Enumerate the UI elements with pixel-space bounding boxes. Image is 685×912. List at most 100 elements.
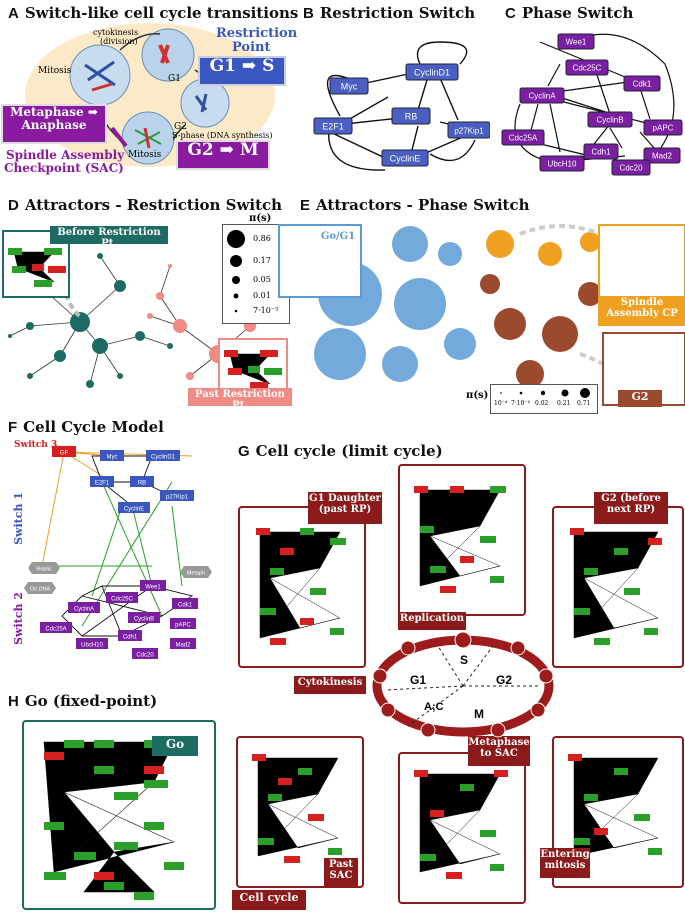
svg-text:CyclinD1: CyclinD1	[414, 68, 450, 78]
node-cyclind1: CyclinD1	[405, 63, 459, 81]
f-node-cycline: CyclinE	[118, 502, 150, 513]
f-node-myc: Myc	[100, 450, 124, 461]
d-legend-value-4: 0.01	[253, 291, 271, 300]
d-legend-dots	[227, 230, 245, 313]
node-cdh1: Cdh1	[583, 143, 619, 160]
svg-text:Cdc20: Cdc20	[136, 653, 154, 659]
svg-text:E2F1: E2F1	[95, 481, 110, 487]
node-myc: Myc	[329, 77, 369, 95]
f-node-mad2: Mad2	[170, 638, 196, 649]
e-legend-value-5: 0.71	[577, 400, 591, 407]
before-restriction-label: Before Restriction Pt.	[50, 226, 168, 248]
svg-text:Cdc20: Cdc20	[619, 164, 643, 173]
node-cdk1: Cdk1	[623, 75, 661, 92]
d-legend-value-2: 0.17	[253, 256, 271, 265]
e-legend-value-4: 0.21	[557, 400, 571, 407]
mini-network-metaphase	[414, 770, 508, 879]
before-mini-network	[8, 248, 66, 287]
svg-text:Mad2: Mad2	[652, 152, 673, 161]
go-g1-box	[278, 224, 362, 298]
f-node-cdc20: Cdc20	[132, 648, 158, 659]
phase-attractor-graph	[296, 224, 627, 388]
svg-text:E2F1: E2F1	[322, 122, 344, 132]
d-legend-title: π(s)	[249, 213, 272, 224]
f-node-p27kip1: p27Kip1	[160, 490, 194, 501]
svg-text:CyclinA: CyclinA	[528, 92, 556, 101]
svg-text:G2: G2	[496, 673, 512, 687]
svg-text:p27Kip1: p27Kip1	[454, 127, 484, 136]
node-cdc25c: Cdc25C	[565, 59, 609, 76]
svg-text:M: M	[474, 707, 484, 721]
svg-text:UbcH10: UbcH10	[81, 643, 103, 649]
svg-text:Mad2: Mad2	[175, 643, 191, 649]
mini-network-replication	[414, 486, 506, 593]
cell-top	[141, 28, 195, 82]
f-node-wee1: Wee1	[140, 580, 166, 591]
d-legend-value-5: 7·10⁻³	[253, 306, 279, 315]
f-node-ori-dna: Ori DNA	[24, 582, 56, 594]
g1-s-label: G1 ➡ S	[209, 56, 275, 76]
mini-network-g2-before	[570, 528, 662, 645]
label-mitosis-bottom: Mitosis	[128, 150, 162, 160]
f-node-cdc25a: Cdc25A	[40, 622, 72, 633]
svg-text:Myc: Myc	[341, 82, 358, 92]
node-mad2: Mad2	[643, 147, 681, 164]
node-cdc25a: Cdc25A	[501, 129, 545, 146]
e-legend: 10⁻⁴ 7·10⁻⁴ 0.02 0.21 0.71	[490, 384, 598, 414]
node-wee1: Wee1	[557, 33, 595, 50]
label-point: Point	[232, 40, 271, 55]
label-sac-1: Spindle Assembly	[6, 148, 125, 162]
f-node-cyclind1: CyclinD1	[146, 450, 180, 461]
d-legend-value-1: 0.86	[253, 234, 271, 243]
state-card-metaphase	[398, 752, 526, 904]
g2-m-box	[176, 140, 270, 170]
svg-text:RB: RB	[138, 481, 146, 487]
f-node-metaph: Metaph	[180, 566, 212, 578]
switch-3-label: Switch 3	[14, 440, 58, 450]
node-rb: RB	[391, 107, 431, 125]
metaphase-box	[1, 104, 107, 144]
state-card-g2-before	[552, 506, 684, 668]
restriction-switch-network: Myc CyclinD1 RB E2F1 p27Kip1 CyclinE	[313, 41, 490, 171]
g2-attractor-label: G2	[618, 390, 662, 407]
svg-text:CyclinB: CyclinB	[134, 617, 154, 623]
f-node-cdc25c: Cdc25C	[106, 592, 138, 603]
svg-text:Wee1: Wee1	[145, 585, 161, 591]
cell-cycle-ring: S G1 G2 A;C M	[372, 631, 554, 738]
f-node-rb: RB	[130, 476, 154, 487]
f-node-e2f1: E2F1	[90, 476, 114, 487]
label-mitosis-top: Mitosis	[38, 66, 72, 76]
mini-network-g1-daughter	[256, 528, 346, 645]
mini-network-past-sac	[252, 754, 342, 863]
node-cdc20: Cdc20	[611, 159, 651, 176]
svg-text:p27Kip1: p27Kip1	[166, 495, 189, 501]
svg-text:Cdc25C: Cdc25C	[573, 64, 602, 73]
svg-text:Metaph: Metaph	[187, 571, 205, 577]
f-node-papc: pAPC	[170, 618, 196, 629]
svg-text:Ori DNA: Ori DNA	[30, 587, 51, 593]
label-division: (division)	[100, 37, 138, 46]
state-card-replication	[398, 464, 526, 616]
svg-text:Cdh1: Cdh1	[591, 148, 611, 157]
f-node-cyclinb: CyclinB	[128, 612, 160, 623]
past-restriction-label: Past Restriction Pt.	[188, 388, 292, 410]
node-cycline: CyclinE	[381, 149, 429, 167]
svg-text:CyclinE: CyclinE	[124, 507, 144, 513]
svg-text:RB: RB	[405, 112, 418, 122]
svg-text:Cdk1: Cdk1	[633, 80, 652, 89]
f-node-ubch10: UbcH10	[76, 638, 108, 649]
e-legend-value-2: 7·10⁻⁴	[511, 400, 530, 407]
svg-text:Cdc25A: Cdc25A	[45, 627, 66, 633]
svg-text:UbcH10: UbcH10	[548, 160, 577, 169]
g1-s-box	[198, 56, 286, 86]
e-legend-value-3: 0.02	[535, 400, 549, 407]
f-node-cdh1: Cdh1	[118, 630, 142, 641]
svg-text:Cdc25C: Cdc25C	[111, 597, 133, 603]
